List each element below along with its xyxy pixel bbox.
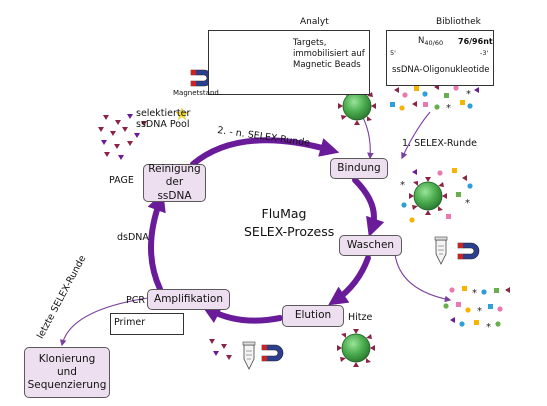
svg-text:*: *	[446, 103, 451, 114]
svg-text:*: *	[466, 89, 471, 100]
selected-pool-pieces	[98, 114, 147, 160]
svg-text:*: *	[477, 306, 482, 317]
arrow-bibliothek-to-bindung	[401, 111, 431, 160]
step-waschen: Waschen	[339, 235, 402, 256]
bibliothek-caption: ssDNA-Oligonukleotide	[392, 65, 490, 75]
title-line1: FluMag	[261, 206, 307, 221]
washed-oligo-pieces: * * *	[443, 286, 510, 333]
elution-magnet-icon	[261, 344, 284, 362]
selektierter-line2: ssDNA Pool	[136, 119, 190, 131]
bibliothek-n-label: N40/60	[418, 36, 444, 47]
n-sub: 40/60	[424, 39, 444, 47]
waschen-magnet-icon	[457, 242, 480, 260]
magnetstand-label: Magnetstand	[173, 89, 219, 97]
star-icon	[175, 107, 189, 121]
three-prime-label: -3'	[480, 49, 489, 57]
elution-tube-icon	[242, 341, 256, 370]
primer-label: Primer	[114, 317, 146, 328]
svg-text:*: *	[486, 322, 491, 333]
center-title: FluMag SELEX-Prozess	[244, 205, 335, 241]
dsdna-label: dsDNA	[117, 232, 149, 243]
arrow-bindung-to-waschen	[352, 177, 385, 238]
elution-bead-icon	[336, 328, 376, 368]
klonierung-line3: Sequenzierung	[27, 379, 107, 392]
step-bindung: Bindung	[330, 158, 388, 179]
bound-oligo-pieces: * *	[400, 168, 473, 223]
analyt-targets-text: Targets, immobilisiert auf Magnetic Bead…	[293, 38, 365, 71]
klonierung-line2: und	[57, 365, 77, 378]
primer-box	[110, 313, 184, 335]
arrow-waschen-to-waste	[394, 253, 452, 303]
analyt-header: Analyt	[300, 17, 329, 27]
analyt-targets-line2: immobilisiert auf	[293, 49, 365, 60]
page-label: PAGE	[109, 175, 134, 186]
svg-text:*: *	[400, 180, 405, 191]
arrow-amplifikation-to-reinigung	[147, 191, 166, 292]
hitze-label: Hitze	[348, 312, 373, 323]
svg-text:*: *	[472, 288, 477, 299]
bound-bead-icon	[408, 176, 448, 216]
reinigung-line2: ssDNA	[157, 189, 192, 202]
bibliothek-box	[386, 30, 494, 86]
title-line2: SELEX-Prozess	[244, 224, 335, 240]
arrow-elution-to-amplifikation	[201, 305, 283, 324]
n-label: N	[418, 36, 425, 46]
waschen-tube-icon	[434, 236, 448, 265]
step-elution: Elution	[282, 305, 344, 327]
arrow-reinigung-to-bindung	[190, 137, 340, 167]
step-klonierung: Klonierung und Sequenzierung	[24, 347, 110, 398]
eluted-pieces	[209, 339, 232, 360]
selektierter-line1: selektierter	[136, 108, 191, 119]
pcr-label: PCR	[126, 295, 145, 306]
bibliothek-header: Bibliothek	[436, 17, 481, 27]
library-oligo-pieces: * *	[390, 84, 479, 114]
selektierter-pool-label: selektierter ssDNA Pool	[136, 108, 190, 131]
runde-1-label: 1. SELEX-Runde	[402, 138, 477, 149]
cycle-arrows	[147, 137, 385, 324]
five-prime-label: 5'	[390, 49, 396, 57]
reinigung-line1: Reinigung der	[148, 163, 201, 189]
arrow-waschen-to-elution	[328, 255, 371, 306]
bibliothek-length: 76/96nt	[458, 37, 493, 46]
svg-text:*: *	[465, 198, 470, 209]
analyt-box	[208, 30, 370, 95]
analyt-targets-line1: Targets,	[293, 38, 327, 48]
klonierung-line1: Klonierung	[38, 352, 96, 365]
step-amplifikation: Amplifikation	[147, 289, 230, 310]
step-reinigung: Reinigung der ssDNA	[143, 163, 206, 202]
arrow-letzte-runde	[59, 297, 149, 347]
analyt-targets-line3: Magnetic Beads	[293, 60, 361, 71]
